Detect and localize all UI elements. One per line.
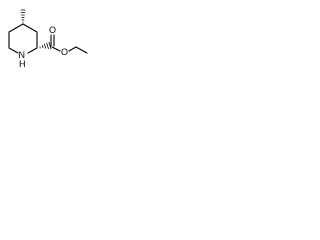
ring-bond-c2-n [27, 47, 38, 54]
ester-c-o-bond [51, 46, 61, 52]
atom-ester-oxygen-label: O [61, 47, 68, 57]
ring-bond-c5-c4 [8, 23, 24, 33]
atom-carbonyl-oxygen-label: O [49, 25, 56, 35]
ring-bond-n-c6 [8, 47, 19, 54]
hashed-wedge-methyl [20, 9, 26, 23]
molecule-structure: N H O O [8, 9, 88, 69]
ester-o-ch2-bond [68, 46, 77, 52]
ethyl-c-c-bond [75, 46, 88, 54]
ring-bond-c4-c3 [22, 23, 38, 33]
hashed-wedge-ester [39, 41, 52, 50]
atom-nitrogen-label: N [19, 50, 26, 60]
atom-nitrogen-hydrogen-label: H [19, 59, 26, 69]
